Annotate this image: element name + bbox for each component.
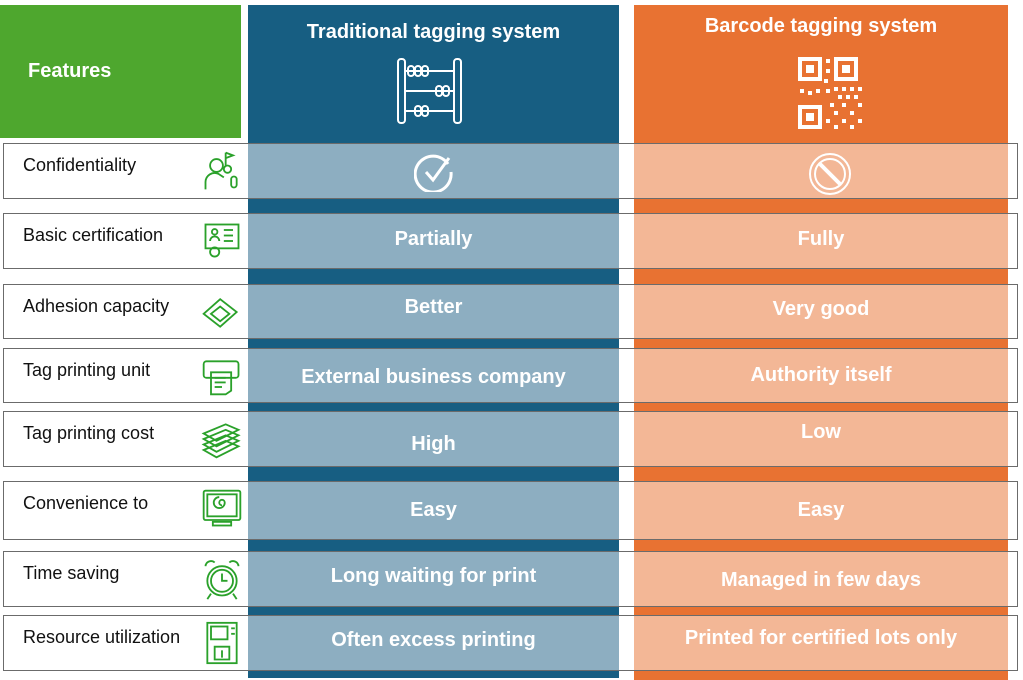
feature-row [3,551,1018,607]
tags-icon [202,297,239,328]
barcode-value: Low [801,421,841,443]
feature-label: Confidentiality [23,155,137,175]
traditional-value: External business company [301,366,566,388]
feature-row [3,481,1018,540]
traditional-value: Often excess printing [331,629,536,651]
feature-row [3,348,1018,403]
money-stack-icon [201,423,241,459]
monitor-icon [202,489,242,527]
traditional-cell: Easy [248,481,619,540]
traditional-cell: Long waiting for print [248,551,619,607]
barcode-cell: Very good [634,284,1008,339]
traditional-value: Better [404,296,463,318]
barcode-value: Easy [797,499,845,521]
features-header: Features [0,5,241,138]
feature-row [3,143,1018,199]
feature-label: Tag printing unit [23,360,151,380]
feature-cell: Adhesion capacity [3,284,248,339]
feature-row [3,411,1018,467]
feature-cell: Resource utilization [3,615,248,671]
traditional-cell: External business company [248,348,619,403]
barcode-value: Very good [772,298,870,320]
traditional-value: Long waiting for print [330,565,537,587]
feature-label: Resource utilization [23,627,181,647]
prohibited-icon [809,153,851,195]
feature-row [3,213,1018,269]
traditional-value: Partially [394,228,473,250]
traditional-cell: Better [248,284,619,339]
feature-row [3,615,1018,671]
barcode-value: Managed in few days [720,569,922,591]
printer-icon [202,360,240,396]
feature-label: Adhesion capacity [23,296,170,316]
traditional-cell: Partially [248,213,619,269]
feature-cell: Convenience to [3,481,248,540]
feature-cell: Basic certification [3,213,248,269]
certificate-icon [204,223,240,258]
barcode-cell [634,143,1008,199]
barcode-value: Authority itself [750,364,892,386]
traditional-cell: Often excess printing [248,615,619,671]
feature-label: Time saving [23,563,120,583]
check-icon [414,154,453,192]
feature-label: Convenience to [23,493,149,513]
traditional-value: Easy [410,499,457,521]
feature-cell: Time saving [3,551,248,607]
traditional-cell: High [248,411,619,467]
alarm-clock-icon [204,560,240,600]
barcode-value: Printed for certified lots only [684,627,958,649]
person-key-icon [204,151,238,190]
barcode-cell: Easy [634,481,1008,540]
barcode-value: Fully [797,228,845,250]
feature-cell: Confidentiality [3,143,248,199]
traditional-cell [248,143,619,199]
barcode-cell: Authority itself [634,348,1008,403]
abacus-icon [397,58,462,124]
feature-label: Basic certification [23,225,164,245]
barcode-cell: Printed for certified lots only [634,615,1008,671]
barcode-cell: Managed in few days [634,551,1008,607]
feature-row [3,284,1018,339]
qr-code-icon [798,57,862,129]
feature-label: Tag printing cost [23,423,155,443]
feature-cell: Tag printing cost [3,411,248,467]
barcode-cell: Low [634,411,1008,467]
barcode-cell: Fully [634,213,1008,269]
traditional-value: High [411,433,456,455]
barcode-title: Barcode tagging system [704,15,938,37]
traditional-title: Traditional tagging system [306,21,561,43]
feature-cell: Tag printing unit [3,348,248,403]
atm-icon [206,621,238,665]
features-title: Features [28,60,112,82]
